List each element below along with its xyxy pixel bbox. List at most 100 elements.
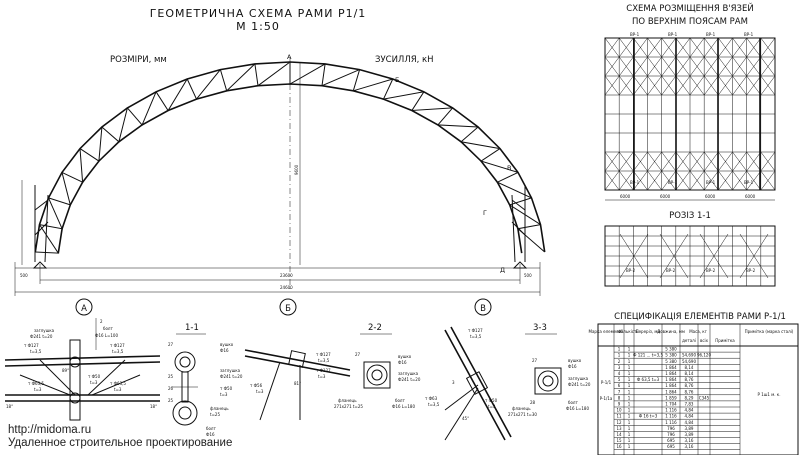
section-2-2-label: Ф241 t=20 — [398, 377, 421, 382]
detail-v-title: В — [480, 304, 486, 314]
section-3-3-label: 271x271 t=30 — [508, 412, 537, 417]
section-1-1-label: Ф16 — [206, 432, 215, 437]
detail-v-label: т Ф50 — [485, 398, 498, 403]
spec-cell: 11 — [616, 414, 622, 419]
spec-cell: Ф 63,5 t=3 — [637, 377, 660, 382]
plan-brace-7: ВР-1 — [706, 180, 716, 185]
spec-cell: 5 — [618, 377, 621, 382]
detail-v-label: t=3 — [488, 404, 496, 409]
section-1-1-label: т Ф50 — [220, 386, 233, 391]
spec-cell: 12 — [616, 420, 622, 425]
spec-cell: 5 380 — [665, 347, 677, 352]
spec-cell: 5 380 — [665, 359, 677, 364]
spec-cell: 9 — [618, 402, 621, 407]
section-brace-1: ВР-2 — [626, 268, 636, 273]
detail-a-label: t=3 — [34, 387, 42, 392]
detail-a-label: Ф241 t=20 — [30, 334, 53, 339]
spec-cell: 8,14 — [685, 371, 694, 376]
detail-v-label: t=3,5 — [470, 334, 482, 339]
section-2-2-label: Ф16 L=180 — [392, 404, 415, 409]
arch-dimension-lines: 500 23600 500 24600 9600 — [14, 62, 541, 296]
section-3-3-label: заглушка — [568, 376, 589, 381]
left-leg — [34, 185, 49, 263]
spec-subheader: деталі — [682, 338, 696, 343]
left-half-label: РОЗМІРИ, мм — [110, 55, 167, 65]
plan-dim-3: 6000 — [705, 194, 716, 199]
spec-cell: 1 — [628, 402, 631, 407]
spec-header: Марка елемента — [589, 329, 624, 334]
point-label-a: А — [287, 53, 292, 61]
plan-brace-4: ВР-1 — [744, 32, 754, 37]
spec-cell: 1 — [628, 371, 631, 376]
detail-v-label: 3 — [452, 380, 455, 385]
plan-cross-bracing — [604, 37, 776, 191]
spec-cell: 1 864 — [665, 371, 677, 376]
spec-subheader: Примітка — [715, 338, 735, 343]
detail-b-label: т Ф127 — [316, 352, 331, 357]
detail-v-label: 45° — [462, 416, 469, 421]
point-label-v: В — [507, 164, 511, 172]
section-1-1-title: 1-1 — [185, 323, 199, 333]
bracing-plan: 6000 6000 6000 6000 ВР-1 ВР-1 ВР-1 ВР-1 … — [604, 32, 776, 201]
section-1-1-label: 26 — [168, 386, 174, 391]
spec-cell: Ф 121 ... t=3,5 — [633, 353, 663, 358]
detail-a-label: т Ф63,5 — [28, 381, 44, 386]
spec-header: № — [617, 329, 621, 334]
detail-a-label: 2 — [100, 319, 103, 324]
arch-web-members — [35, 61, 546, 254]
spec-cell: 3,89 — [685, 432, 694, 437]
section-2-2-title: 2-2 — [368, 323, 382, 333]
detail-v: В т Ф127 t=3,5 т Ф63 t=3,5 т Ф50 t=3 45°… — [425, 298, 512, 441]
detail-b-label: t=3 — [256, 389, 264, 394]
spec-cell: 1 — [628, 347, 631, 352]
spec-cell: 1 864 — [665, 383, 677, 388]
spec-cell: 1 — [628, 420, 631, 425]
spec-cell: 1 116 — [665, 414, 677, 419]
watermark-url: http://midoma.ru — [8, 424, 91, 436]
spec-cell: 1 — [618, 353, 621, 358]
right-leg — [511, 185, 526, 263]
section-1-1-label: заглушка — [220, 368, 241, 373]
dim-left-offset: 500 — [20, 273, 28, 278]
spec-cell: 1 — [628, 414, 631, 419]
point-label-d: Д — [500, 266, 505, 274]
plan-brace-2: ВР-1 — [668, 32, 678, 37]
spec-cell: 10 — [616, 408, 622, 413]
section-2-2: 2-2 27 вушко Ф16 заглушка Ф241 t=20 флан… — [334, 323, 421, 409]
detail-b-label: т Ф56 — [250, 383, 263, 388]
section-brace — [739, 233, 769, 279]
spec-cell: 1 116 — [665, 408, 677, 413]
spec-cell: 1 — [628, 383, 631, 388]
spec-cell: 13 — [616, 426, 622, 431]
section-3-3-label: 27 — [532, 358, 538, 363]
spec-cell: 1 859 — [665, 395, 677, 400]
dim-rise: 9600 — [294, 164, 299, 175]
spec-cell: 3,16 — [685, 444, 694, 449]
point-label-b: Б — [395, 76, 399, 84]
scale-label: М 1:50 — [236, 20, 280, 33]
spec-cell: 1 — [628, 408, 631, 413]
section-elevation: ВР-2 ВР-2 ВР-2 ВР-2 — [604, 225, 776, 287]
section-1-1-label: t=25 — [210, 412, 220, 417]
plan-brace-6: ВР-1 — [668, 180, 678, 185]
detail-a-label: t=3,5 — [112, 349, 124, 354]
spec-cell: 1 — [628, 365, 631, 370]
detail-v-label: т Ф63 — [425, 396, 438, 401]
spec-subheader: всіх — [700, 338, 709, 343]
spec-cell: 2 — [618, 359, 621, 364]
plan-dim-2: 6000 — [660, 194, 671, 199]
detail-a-label: Ф16 L=100 — [95, 333, 118, 338]
spec-cell: 3 — [618, 365, 621, 370]
section-3-3-label: Ф16 L=180 — [566, 406, 589, 411]
section-grid-lines — [605, 226, 775, 286]
spec-note: Р 1ш1 м. к. — [758, 392, 781, 397]
detail-a-label: t=3 — [90, 380, 98, 385]
section-brace — [619, 233, 649, 279]
spec-mark: Р-1/1 — [601, 380, 612, 385]
spec-cell: 96,120 — [697, 353, 711, 358]
spec-cell: 54,690 — [682, 353, 696, 358]
section-3-3-label: 28 — [530, 400, 536, 405]
detail-a-label: заглушка — [34, 328, 55, 333]
detail-a-label: 89° — [62, 368, 69, 373]
